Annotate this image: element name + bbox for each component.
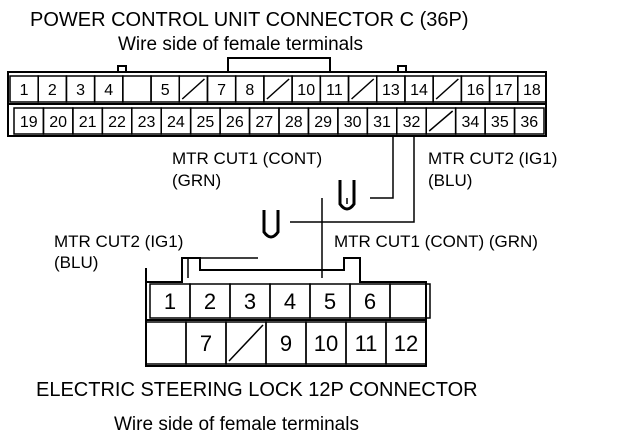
top-connector: [7, 57, 547, 137]
top-pin-r1-7-label: 7: [217, 82, 226, 99]
bottom-pin-r2-1-label: 7: [200, 331, 212, 356]
top-pin-r2-5-label: 24: [167, 114, 185, 131]
bottom-pin-r2-5-label: 11: [355, 331, 378, 356]
junction-cont-icon: [338, 180, 356, 211]
top-pin-r1-9-empty-slot: [266, 78, 290, 100]
bottom-pin-r1-3-label: 4: [284, 289, 296, 314]
top-pin-r1-5-label: 5: [161, 82, 170, 99]
junction-ig1-icon: [262, 210, 280, 239]
bottom-pin-r2-2-empty-slot: [228, 324, 264, 362]
top-pin-r2-7-label: 26: [226, 114, 244, 131]
top-pin-r1-15-empty-slot: [435, 78, 459, 100]
top-pin-r2-17-cell: [513, 107, 545, 135]
top-pin-r1-12-empty-slot: [351, 78, 375, 100]
wire-label-ig1-bottom-1: MTR CUT2 (IG1): [54, 232, 183, 251]
top-pin-r1-6-empty-slot: [181, 78, 205, 100]
top-pin-r2-11-label: 30: [344, 114, 362, 131]
bottom-pin-r1-2-label: 3: [244, 289, 256, 314]
wire-label-ig1-bottom-2: (BLU): [54, 253, 98, 272]
bottom-pin-r2-6-cell: [385, 321, 427, 365]
top-pin-r1-4-cell: [122, 75, 152, 103]
bottom-connector-subtitle: Wire side of female terminals: [114, 414, 359, 435]
wire-label-cont-top-1: MTR CUT1 (CONT): [172, 149, 322, 168]
top-pin-r2-13-label: 32: [403, 114, 421, 131]
top-connector-row2: 19 20 21 22 23 24 25 26 27 28 29 30 31 32 34 35 36: [13, 107, 545, 135]
bottom-pin-r1-0-label: 1: [164, 289, 176, 314]
top-pin-r2-10-label: 29: [314, 114, 332, 131]
top-pin-r1-10-label: 10: [297, 82, 315, 99]
top-pin-r1-2-label: 3: [76, 82, 85, 99]
top-pin-r1-17-label: 17: [495, 82, 513, 99]
top-pin-r2-2-label: 21: [79, 114, 97, 131]
wire-label-ig1-top-2: (BLU): [428, 171, 472, 190]
top-pin-r1-3-label: 4: [104, 82, 113, 99]
wire-label-cont-top-2: (GRN): [172, 171, 221, 190]
top-pin-r2-16-label: 35: [491, 114, 509, 131]
bottom-connector-row1: 1 2 3 4 5 6: [149, 283, 431, 319]
top-pin-r1-18-label: 18: [523, 82, 541, 99]
bottom-connector-row2: 7 9 10 11 12: [145, 321, 427, 365]
top-pin-r2-0-label: 19: [20, 114, 38, 131]
top-pin-r1-1-label: 2: [48, 82, 57, 99]
top-pin-r1-16-label: 16: [467, 82, 485, 99]
top-pin-r2-1-label: 20: [49, 114, 67, 131]
top-pin-r1-8-label: 8: [245, 82, 254, 99]
bottom-pin-r1-5-label: 6: [364, 289, 376, 314]
wire-label-cont-bottom: MTR CUT1 (CONT) (GRN): [334, 232, 538, 251]
bottom-connector-title: ELECTRIC STEERING LOCK 12P CONNECTOR: [36, 379, 478, 401]
top-pin-r1-14-label: 14: [410, 82, 428, 99]
top-pin-r2-12-label: 31: [373, 114, 391, 131]
bottom-pin-r2-0-cell: [145, 321, 187, 365]
top-pin-r2-9-label: 28: [285, 114, 303, 131]
top-pin-r2-3-label: 22: [108, 114, 126, 131]
top-pin-r2-14-empty-slot: [428, 110, 454, 132]
top-pin-r1-11-label: 11: [326, 82, 343, 99]
top-pin-r2-17-label: 36: [520, 114, 538, 131]
bottom-pin-r1-1-label: 2: [204, 289, 216, 314]
top-pin-r2-4-label: 23: [138, 114, 156, 131]
top-pin-r2-15-label: 34: [461, 114, 479, 131]
connection-symbols: [262, 180, 356, 239]
top-connector-row1: 1 2 3 4 5 7 8 10 11 13 14 16 17 18: [9, 75, 547, 103]
top-connector-title: POWER CONTROL UNIT CONNECTOR C (36P): [30, 9, 469, 31]
top-pin-r1-13-label: 13: [382, 82, 400, 99]
bottom-pin-r2-3-label: 9: [280, 331, 292, 356]
top-pin-r1-18-cell: [517, 75, 547, 103]
top-pin-r2-8-label: 27: [255, 114, 273, 131]
top-pin-r1-0-label: 1: [20, 82, 29, 99]
bottom-pin-r1-6-cell: [389, 283, 431, 319]
bottom-pin-r2-4-label: 10: [314, 331, 338, 356]
bottom-pin-r1-4-label: 5: [324, 289, 336, 314]
wire-label-ig1-top-1: MTR CUT2 (IG1): [428, 149, 557, 168]
bottom-pin-r2-6-label: 12: [394, 331, 418, 356]
top-connector-subtitle: Wire side of female terminals: [118, 34, 363, 55]
top-pin-r2-6-label: 25: [196, 114, 214, 131]
